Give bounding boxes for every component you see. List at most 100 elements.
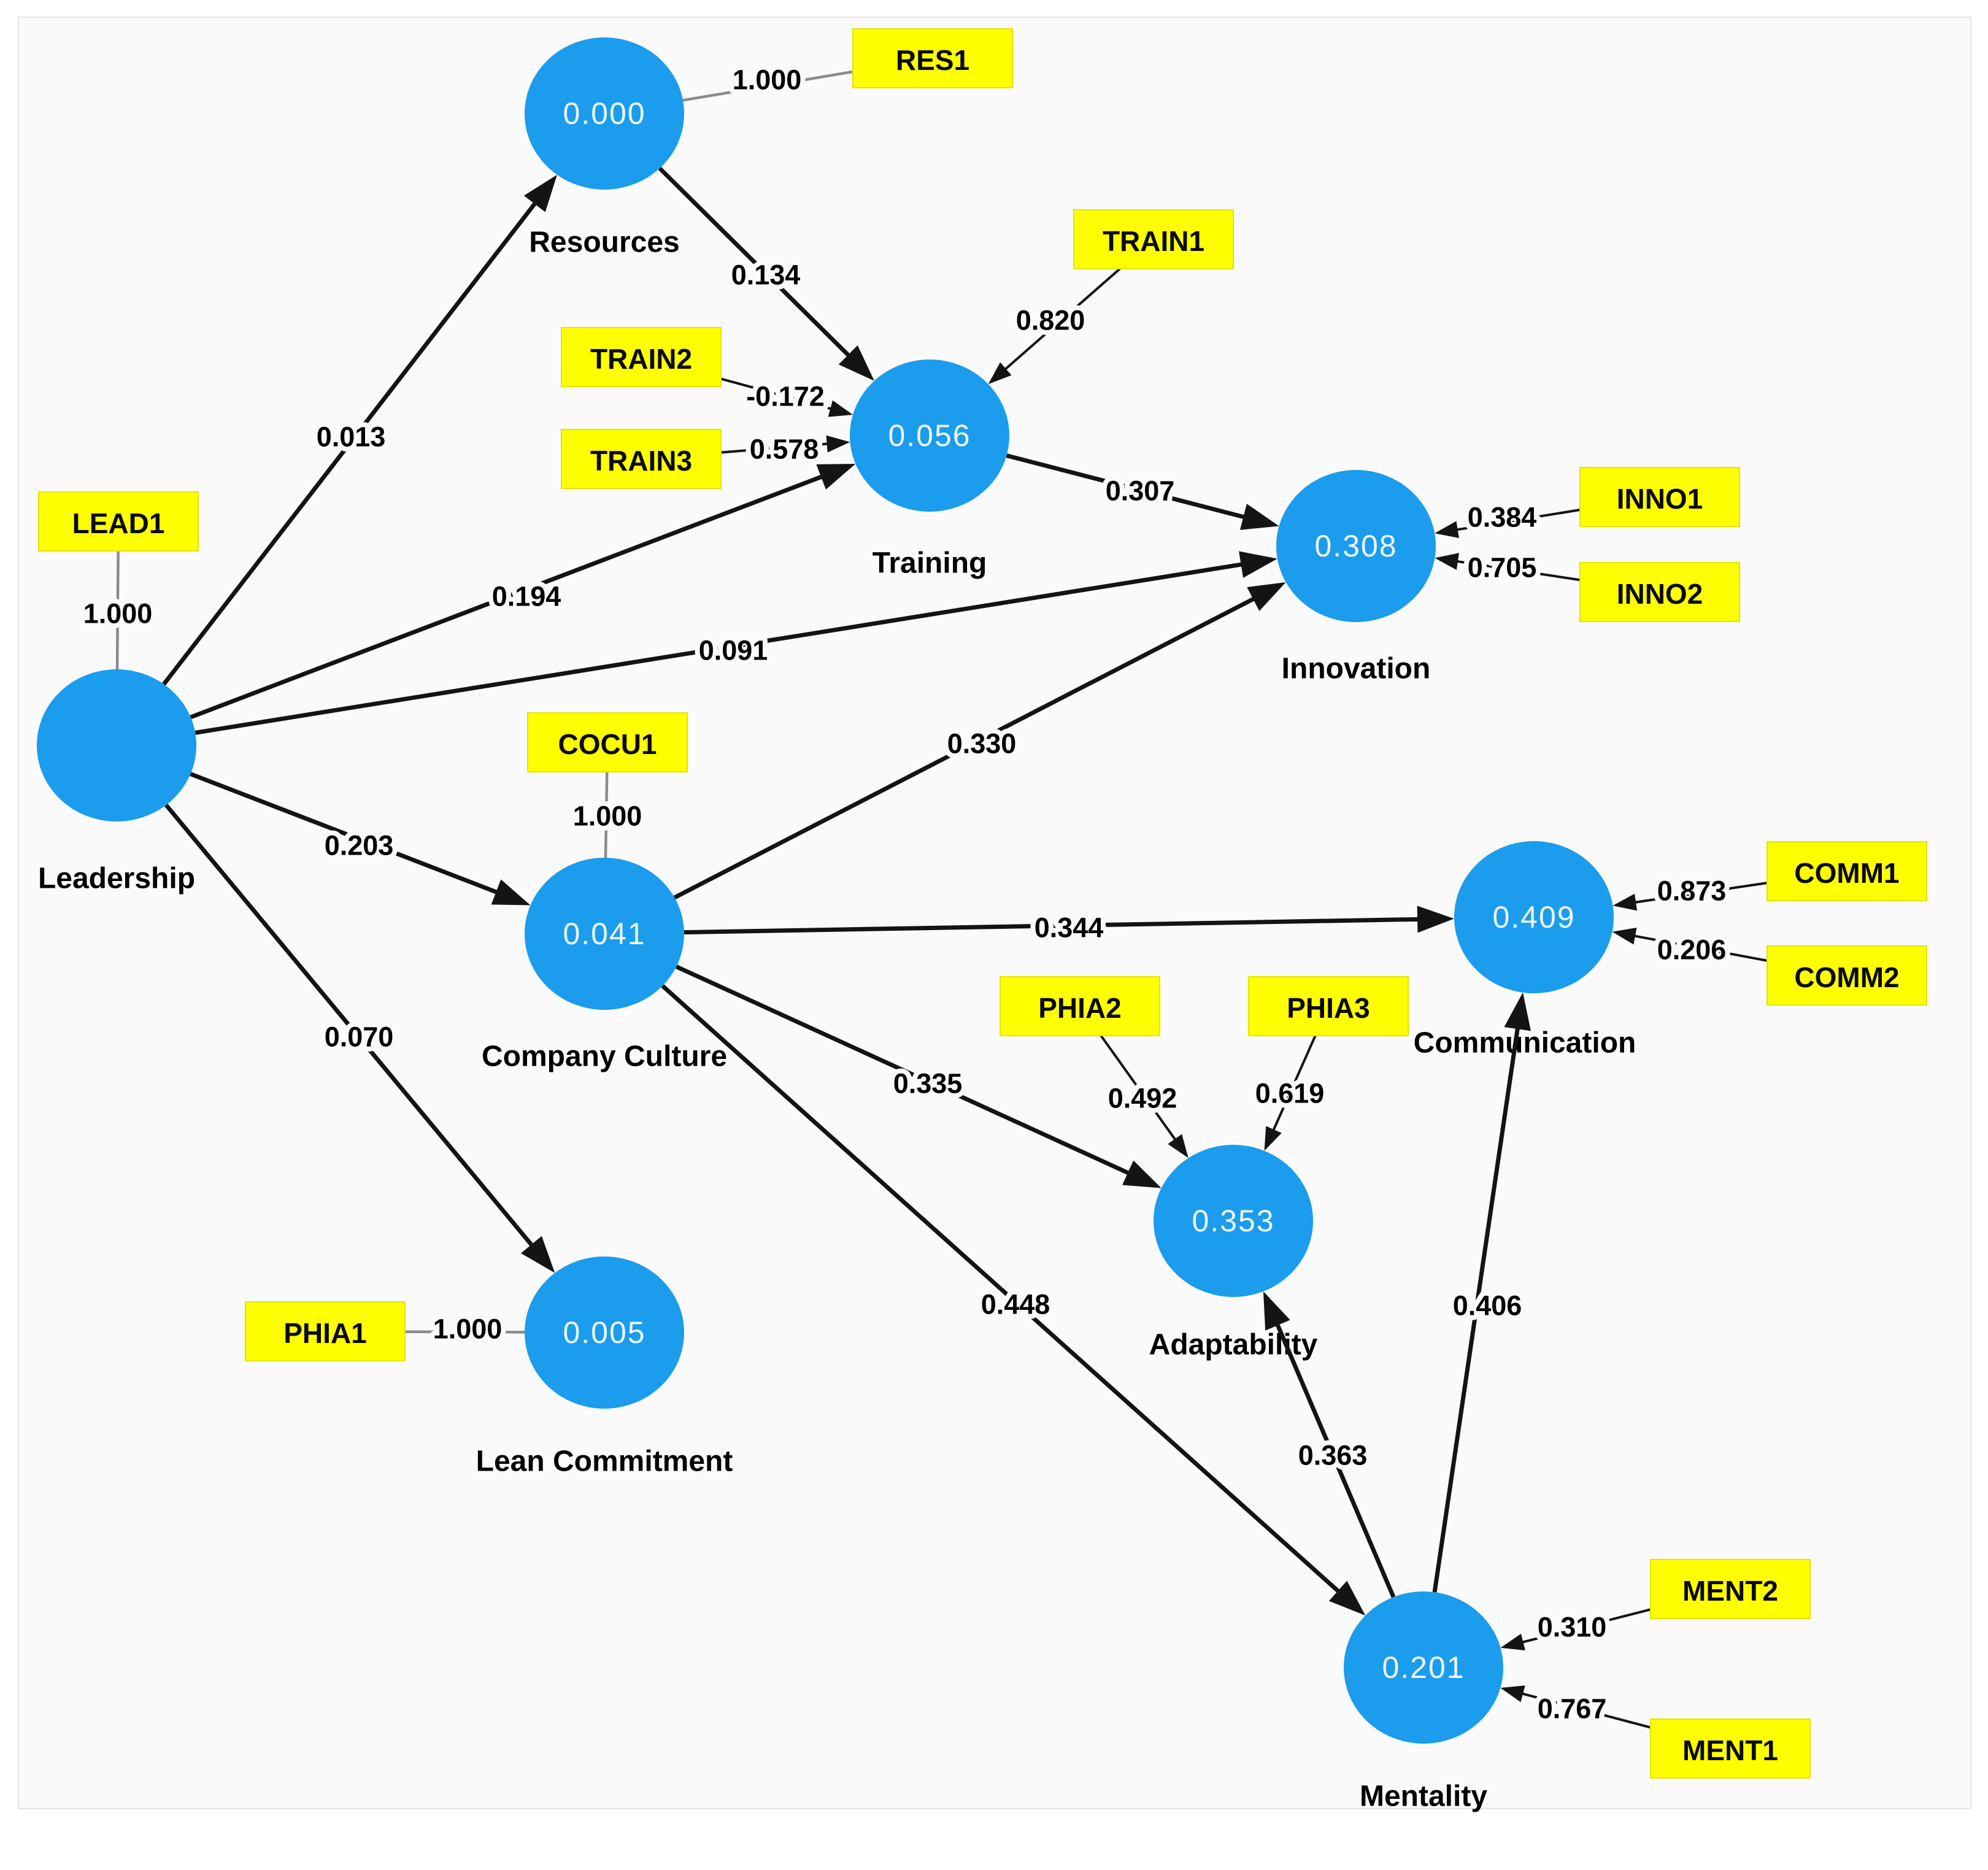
indicator-COMM1-box[interactable] [1766,841,1927,901]
indicator-RES1-label: RES1 [896,44,969,76]
edge-line-segment [1100,1034,1177,1142]
construct-training-label: Training [873,547,987,580]
indicator-MENT2-box[interactable] [1650,1559,1811,1619]
indicator-TRAIN1-label: TRAIN1 [1103,225,1204,257]
edge-line-segment [682,70,853,102]
edge-line-segment [190,772,499,895]
loading-PHIA1: 1.000 [433,1314,503,1345]
indicator-edge-TRAIN1[interactable] [988,267,1121,385]
construct-innovation-node[interactable] [1276,470,1436,622]
indicator-edge-LEAD1[interactable] [115,550,120,670]
coef-mentality-communication: 0.406 [1453,1290,1522,1322]
construct-communication-node[interactable] [1454,841,1614,993]
indicator-INNO1-box[interactable] [1579,467,1740,527]
construct-training-node[interactable] [850,360,1009,512]
path-leadership-lean_commitment[interactable] [164,803,555,1273]
path-resources-training[interactable] [658,166,874,381]
construct-adaptability-node[interactable] [1154,1145,1313,1297]
construct-company_culture-node[interactable] [525,858,684,1010]
arrowhead-icon [1263,1291,1290,1331]
indicator-TRAIN1-box[interactable] [1073,209,1234,269]
edge-line-segment [675,964,1131,1175]
indicator-edge-COMM1[interactable] [1612,882,1768,911]
path-company_culture-mentality[interactable] [661,984,1366,1616]
indicator-PHIA3-box[interactable] [1248,976,1409,1036]
construct-lean_commitment-node[interactable] [525,1256,684,1409]
indicator-edge-COCU1[interactable] [604,771,609,858]
path-mentality-adaptability[interactable] [1263,1291,1396,1598]
indicator-PHIA2-box[interactable] [1000,976,1160,1036]
loading-LEAD1: 1.000 [83,598,153,629]
path-company_culture-adaptability[interactable] [675,964,1162,1188]
construct-leadership-node[interactable] [37,669,196,821]
arrowhead-icon [1328,1580,1366,1616]
loading-TRAIN1: 0.820 [1016,305,1085,336]
indicator-edge-MENT2[interactable] [1500,1608,1651,1650]
construct-mentality-value: 0.201 [1382,1650,1465,1685]
edge-line-segment [1006,453,1246,520]
indicator-TRAIN2-box[interactable] [561,327,722,387]
edge-line-segment [1633,882,1768,904]
path-leadership-company_culture[interactable] [190,772,531,906]
loading-TRAIN2: -0.172 [746,381,825,412]
indicator-edge-PHIA3[interactable] [1264,1035,1317,1151]
edge-line-segment [195,562,1244,735]
indicator-edge-INNO2[interactable] [1435,553,1581,582]
path-leadership-resources[interactable] [162,174,557,686]
coef-company_culture-communication: 0.344 [1034,912,1104,944]
path-company_culture-innovation[interactable] [673,582,1286,900]
path-leadership-innovation[interactable] [195,551,1277,735]
edge-line-segment [190,474,824,720]
construct-lean_commitment-label: Lean Commitment [476,1445,733,1478]
indicator-RES1-box[interactable] [852,28,1013,88]
indicator-COMM2-box[interactable] [1766,945,1927,1006]
arrowhead-icon [521,1236,555,1273]
indicator-COCU1-box[interactable] [527,712,688,772]
edge-line-segment [162,201,537,686]
diagram-background-panel[interactable] [18,17,1971,1809]
indicator-edge-TRAIN2[interactable] [720,377,853,417]
edge-line-segment [1455,560,1581,582]
edge-line-segment [661,984,1341,1594]
indicator-MENT1-box[interactable] [1650,1718,1811,1779]
arrowhead-icon [1122,1160,1162,1188]
path-mentality-communication[interactable] [1432,992,1531,1593]
edge-line-segment [673,596,1256,900]
indicator-edge-RES1[interactable] [682,70,853,102]
indicator-edge-MENT1[interactable] [1500,1685,1651,1729]
construct-resources-label: Resources [529,226,679,259]
loading-PHIA2: 0.492 [1108,1083,1177,1114]
construct-communication-label: Communication [1414,1027,1636,1060]
indicator-edge-COMM2[interactable] [1612,927,1768,962]
construct-resources-node[interactable] [525,37,684,190]
indicator-edge-PHIA1[interactable] [404,1330,525,1334]
loading-MENT1: 0.767 [1538,1693,1607,1725]
coef-leadership-lean_commitment: 0.070 [325,1022,394,1053]
edge-line-segment [604,771,609,858]
edge-line-segment [1455,509,1581,531]
indicator-LEAD1-box[interactable] [38,491,199,552]
indicator-TRAIN3-box[interactable] [561,429,722,489]
loading-MENT2: 0.310 [1538,1612,1607,1643]
path-company_culture-communication[interactable] [684,906,1455,935]
path-leadership-training[interactable] [190,464,856,720]
arrowhead-icon [1612,893,1638,911]
indicator-PHIA2-label: PHIA2 [1038,992,1121,1024]
indicator-PHIA1-label: PHIA1 [283,1317,366,1349]
indicator-edge-TRAIN3[interactable] [720,435,850,454]
construct-training-value: 0.056 [888,418,971,453]
edge-line-segment [684,917,1420,935]
coef-leadership-company_culture: 0.203 [325,830,394,861]
arrowhead-icon [1239,551,1277,578]
indicator-edge-INNO1[interactable] [1435,509,1581,539]
indicator-INNO2-box[interactable] [1579,562,1740,622]
edge-line-segment [1003,267,1121,371]
indicator-PHIA1-box[interactable] [245,1301,406,1361]
indicator-edge-PHIA2[interactable] [1100,1034,1189,1158]
arrowhead-icon [1500,1633,1525,1650]
arrowhead-icon [1247,582,1286,612]
coef-leadership-innovation: 0.091 [699,635,768,666]
path-training-innovation[interactable] [1006,453,1279,530]
construct-mentality-node[interactable] [1344,1591,1503,1744]
